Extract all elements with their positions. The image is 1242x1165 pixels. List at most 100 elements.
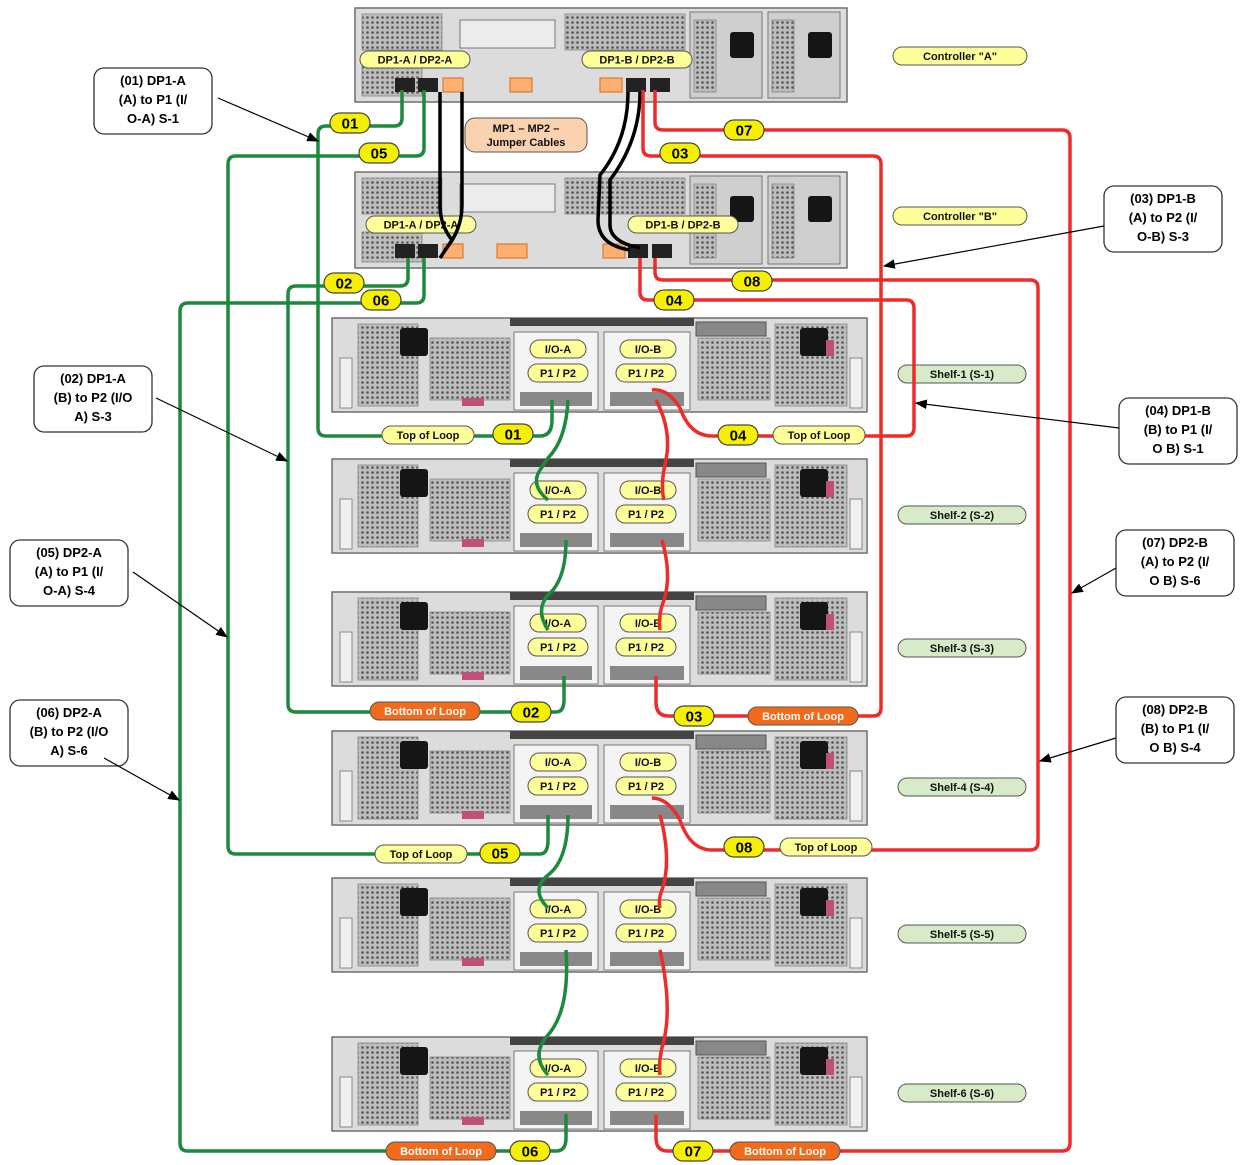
svg-text:I/O-A: I/O-A: [545, 1063, 571, 1075]
controller-a-right-port-label: DP1-B / DP2-B: [581, 50, 693, 69]
svg-text:(B) to P1 (I/: (B) to P1 (I/: [1141, 721, 1210, 736]
svg-text:04: 04: [666, 293, 683, 310]
svg-text:01: 01: [342, 116, 359, 133]
svg-text:O-B) S-3: O-B) S-3: [1137, 229, 1189, 244]
svg-text:06: 06: [522, 1144, 539, 1161]
shelf-5-io-a-label: I/O-A: [529, 899, 587, 919]
svg-text:I/O-B: I/O-B: [635, 485, 661, 497]
shelf-1-io-a-label: I/O-A: [529, 339, 587, 359]
shelf-6-io-b-label: I/O-B: [619, 1058, 677, 1078]
svg-text:P1 / P2: P1 / P2: [540, 928, 576, 940]
callout-02: (02) DP1-A (B) to P2 (I/O A) S-3: [33, 365, 289, 462]
cable-badge-07: 07: [723, 119, 765, 141]
svg-text:07: 07: [736, 123, 753, 140]
shelf-2-label: Shelf-2 (S-2): [897, 505, 1027, 525]
svg-text:I/O-A: I/O-A: [545, 904, 571, 916]
svg-text:(06) DP2-A: (06) DP2-A: [36, 705, 102, 720]
svg-text:(03) DP1-B: (03) DP1-B: [1130, 191, 1196, 206]
svg-text:P1 / P2: P1 / P2: [628, 509, 664, 521]
shelf-2: I/O-A I/O-B P1 / P2 P1 / P2: [331, 458, 868, 554]
svg-text:P1 / P2: P1 / P2: [540, 642, 576, 654]
callout-04: (04) DP1-B (B) to P1 (I/O B) S-1: [914, 397, 1238, 465]
svg-text:O B) S-6: O B) S-6: [1149, 573, 1200, 588]
svg-text:Bottom of Loop: Bottom of Loop: [762, 711, 844, 723]
controller-a-label: Controller "A": [892, 46, 1028, 66]
cable-badge-05: 05: [479, 842, 521, 864]
svg-text:Shelf-2 (S-2): Shelf-2 (S-2): [930, 510, 995, 522]
svg-text:I/O-B: I/O-B: [635, 618, 661, 630]
shelf-3-ports-a-label: P1 / P2: [527, 637, 589, 657]
svg-text:Jumper Cables: Jumper Cables: [487, 137, 566, 149]
shelf-5-label: Shelf-5 (S-5): [897, 924, 1027, 944]
shelf-1-ports-a-label: P1 / P2: [527, 363, 589, 383]
svg-text:DP1-A / DP2-A: DP1-A / DP2-A: [384, 220, 459, 232]
bottom-of-loop-label: Bottom of Loop: [747, 706, 859, 726]
svg-text:(07) DP2-B: (07) DP2-B: [1142, 535, 1208, 550]
svg-text:Bottom of Loop: Bottom of Loop: [400, 1146, 482, 1158]
green-cables: [178, 90, 570, 1153]
shelf-2-ports-a-label: P1 / P2: [527, 504, 589, 524]
svg-text:(05) DP2-A: (05) DP2-A: [36, 545, 102, 560]
svg-text:Controller "A": Controller "A": [923, 51, 997, 63]
controller-a-left-port-label: DP1-A / DP2-A: [359, 50, 471, 69]
callout-01: (01) DP1-A (A) to P1 (I/O-A) S-1: [93, 67, 320, 142]
svg-text:I/O-A: I/O-A: [545, 344, 571, 356]
svg-text:Shelf-6 (S-6): Shelf-6 (S-6): [930, 1088, 995, 1100]
svg-text:Top of Loop: Top of Loop: [397, 430, 460, 442]
shelf-3-label: Shelf-3 (S-3): [897, 638, 1027, 658]
svg-text:02: 02: [336, 276, 353, 293]
svg-text:MP1 – MP2 –: MP1 – MP2 –: [493, 123, 560, 135]
controller-b-left-port-label: DP1-A / DP2-A: [365, 215, 477, 234]
svg-text:Shelf-4 (S-4): Shelf-4 (S-4): [930, 782, 995, 794]
svg-text:A) S-3: A) S-3: [74, 409, 112, 424]
svg-text:(01) DP1-A: (01) DP1-A: [120, 73, 186, 88]
shelf-3-ports-b-label: P1 / P2: [615, 637, 677, 657]
svg-text:P1 / P2: P1 / P2: [540, 509, 576, 521]
cable-badge-02: 02: [510, 701, 552, 723]
svg-text:DP1-B / DP2-B: DP1-B / DP2-B: [645, 220, 720, 232]
svg-text:I/O-A: I/O-A: [545, 485, 571, 497]
svg-text:03: 03: [686, 709, 703, 726]
svg-text:I/O-B: I/O-B: [635, 344, 661, 356]
shelf-5-io-b-label: I/O-B: [619, 899, 677, 919]
svg-text:(B) to P2 (I/O: (B) to P2 (I/O: [54, 390, 133, 405]
callout-05: (05) DP2-A(A) to P1 (I/O-A) S-4: [9, 539, 228, 638]
shelf-6-ports-a-label: P1 / P2: [527, 1082, 589, 1102]
svg-text:05: 05: [492, 846, 509, 863]
svg-text:I/O-B: I/O-B: [635, 904, 661, 916]
svg-text:(A) to P1 (I/: (A) to P1 (I/: [119, 92, 188, 107]
svg-text:(B) to P1 (I/: (B) to P1 (I/: [1144, 422, 1213, 437]
cable-badge-08: 08: [723, 836, 765, 858]
shelf-4-io-a-label: I/O-A: [529, 752, 587, 772]
svg-text:(02) DP1-A: (02) DP1-A: [60, 371, 126, 386]
shelf-3-io-a-label: I/O-A: [529, 613, 587, 633]
top-of-loop-label: Top of Loop: [374, 844, 468, 864]
cable-badge-05: 05: [358, 142, 400, 164]
svg-text:Shelf-5 (S-5): Shelf-5 (S-5): [930, 929, 995, 941]
svg-text:(04) DP1-B: (04) DP1-B: [1145, 403, 1211, 418]
svg-text:DP1-B / DP2-B: DP1-B / DP2-B: [599, 55, 674, 67]
cable-badge-07: 07: [672, 1140, 714, 1162]
shelf-1-io-b-label: I/O-B: [619, 339, 677, 359]
svg-text:O B) S-4: O B) S-4: [1149, 740, 1201, 755]
svg-text:Bottom of Loop: Bottom of Loop: [744, 1146, 826, 1158]
shelf-6-label: Shelf-6 (S-6): [897, 1083, 1027, 1103]
controller-b-right-port-label: DP1-B / DP2-B: [627, 215, 739, 234]
svg-text:I/O-B: I/O-B: [635, 757, 661, 769]
controller-a-chassis: [354, 7, 848, 103]
cable-badge-01: 01: [492, 423, 534, 445]
svg-text:(A) to P2 (I/: (A) to P2 (I/: [1141, 554, 1210, 569]
svg-text:Top of Loop: Top of Loop: [390, 849, 453, 861]
top-of-loop-label: Top of Loop: [381, 425, 475, 445]
svg-text:05: 05: [371, 146, 388, 163]
cable-badge-02: 02: [323, 272, 365, 294]
svg-text:O-A) S-1: O-A) S-1: [127, 111, 179, 126]
svg-text:O B) S-1: O B) S-1: [1152, 441, 1203, 456]
